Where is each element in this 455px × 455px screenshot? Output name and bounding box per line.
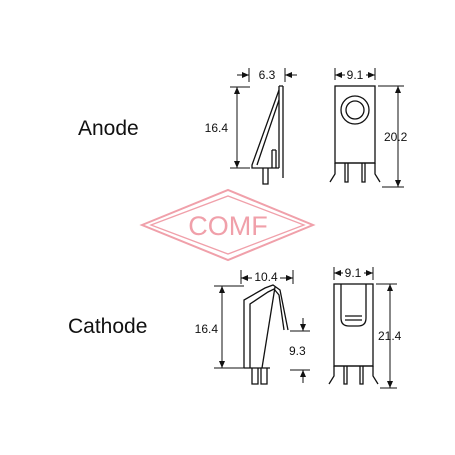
anode-label: Anode — [78, 117, 139, 140]
anode-side-height: 16.4 — [205, 121, 229, 135]
cathode-front-view: 9.1 21.4 — [328, 266, 402, 389]
cathode-label: Cathode — [68, 315, 147, 338]
anode-front-width: 9.1 — [347, 68, 364, 82]
watermark-text: COMF — [188, 211, 267, 241]
cathode-side-view: 10.4 16.4 9.3 — [195, 270, 310, 385]
anode-side-view: 6.3 16.4 — [205, 68, 297, 185]
cathode-front-width: 9.1 — [345, 266, 362, 280]
anode-side-width: 6.3 — [259, 68, 276, 82]
cathode-front-height: 21.4 — [378, 329, 402, 343]
cathode-side-height: 16.4 — [195, 322, 219, 336]
cathode-side-width: 10.4 — [254, 270, 278, 284]
comf-watermark: COMF — [139, 188, 316, 262]
anode-front-view: 9.1 20.2 — [329, 68, 408, 188]
anode-front-height: 20.2 — [384, 130, 408, 144]
cathode-side-inner-height: 9.3 — [289, 344, 306, 358]
